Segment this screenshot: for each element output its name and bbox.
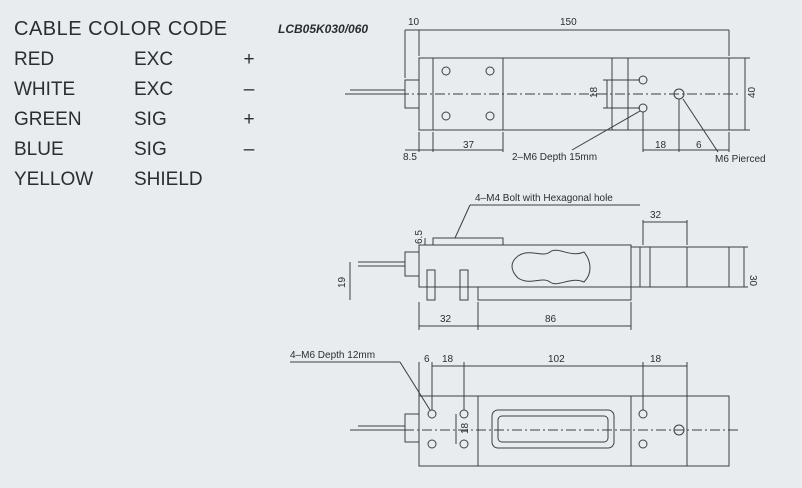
dim-label: 18 [460, 422, 471, 434]
load-platform [686, 395, 730, 467]
bolt-hole [485, 111, 495, 121]
dim-label: 32 [440, 314, 452, 325]
dim-label: 40 [747, 86, 758, 98]
wire-sign: – [243, 139, 255, 160]
note-bolt: 4–M4 Bolt with Hexagonal hole [475, 193, 613, 204]
wire-function: SHIELD [134, 169, 203, 190]
wire-function: EXC [134, 79, 174, 100]
wire-color: GREEN [14, 109, 82, 130]
wire-sign: + [243, 109, 255, 130]
wire-color: BLUE [14, 139, 64, 160]
wire-sign: – [243, 79, 255, 100]
dim-label: 18 [442, 354, 454, 365]
wire-color: YELLOW [14, 169, 94, 190]
base-block [477, 286, 632, 301]
legend-row: GREEN SIG + [14, 105, 264, 135]
strain-gauge-hole [511, 249, 591, 285]
dim-label: 6.5 [414, 230, 425, 244]
dim-label: 102 [548, 354, 565, 365]
bolt [459, 269, 469, 301]
legend-row: RED EXC + [14, 45, 264, 75]
note-pierced: M6 Pierced [715, 154, 766, 165]
mount-hole [638, 409, 648, 419]
base-block [477, 395, 632, 467]
model-number: LCB05K030/060 [278, 22, 369, 36]
bolt-hole [441, 66, 451, 76]
mount-hole [638, 439, 648, 449]
mount-plate [432, 237, 504, 246]
dim-label: 32 [650, 210, 662, 221]
bolt-hole [485, 66, 495, 76]
dim-label: 6 [696, 140, 702, 151]
legend-row: YELLOW SHIELD [14, 165, 264, 195]
dim-label: 18 [655, 140, 667, 151]
leader-bolt [454, 204, 471, 239]
legend-row: WHITE EXC – [14, 75, 264, 105]
tapped-hole [638, 103, 648, 113]
note-tap: 2–M6 Depth 15mm [512, 152, 597, 163]
dim-label: 86 [545, 314, 557, 325]
tapped-hole [427, 439, 437, 449]
dim-label: 18 [650, 354, 662, 365]
wire-function: SIG [134, 139, 167, 160]
dim-label: 37 [463, 140, 475, 151]
wire-sign: + [243, 49, 255, 70]
dim-label: 8.5 [403, 152, 417, 163]
wire-function: EXC [134, 49, 174, 70]
legend-title: CABLE COLOR CODE [14, 18, 228, 40]
wire-color: RED [14, 49, 55, 70]
cable-gland [404, 413, 420, 443]
leader-pierced [682, 98, 719, 153]
cable-color-legend: CABLE COLOR CODE RED EXC + WHITE EXC – G… [14, 18, 264, 195]
tapped-hole [427, 409, 437, 419]
tapped-hole [459, 439, 469, 449]
legend-row: BLUE SIG – [14, 135, 264, 165]
leader-tap [399, 361, 431, 411]
bolt [426, 269, 436, 301]
dim-label: 18 [589, 86, 600, 98]
wire-function: SIG [134, 109, 167, 130]
bottom-view [290, 361, 740, 467]
dim-label: 6 [424, 354, 430, 365]
dim-label: 30 [747, 275, 758, 287]
dim-label: 19 [337, 276, 348, 288]
load-platform [686, 246, 730, 288]
bolt-hole [441, 111, 451, 121]
end-block [630, 246, 688, 288]
wire-color: WHITE [14, 79, 76, 100]
side-view [349, 204, 748, 330]
tapped-hole [459, 409, 469, 419]
cable-gland [404, 251, 420, 277]
dim-label: 150 [560, 17, 577, 28]
note-tap: 4–M6 Depth 12mm [290, 350, 375, 361]
top-view [345, 29, 750, 153]
tapped-hole [638, 75, 648, 85]
leader-tap [571, 110, 641, 151]
dim-label: 10 [408, 17, 420, 28]
recess [491, 409, 615, 449]
